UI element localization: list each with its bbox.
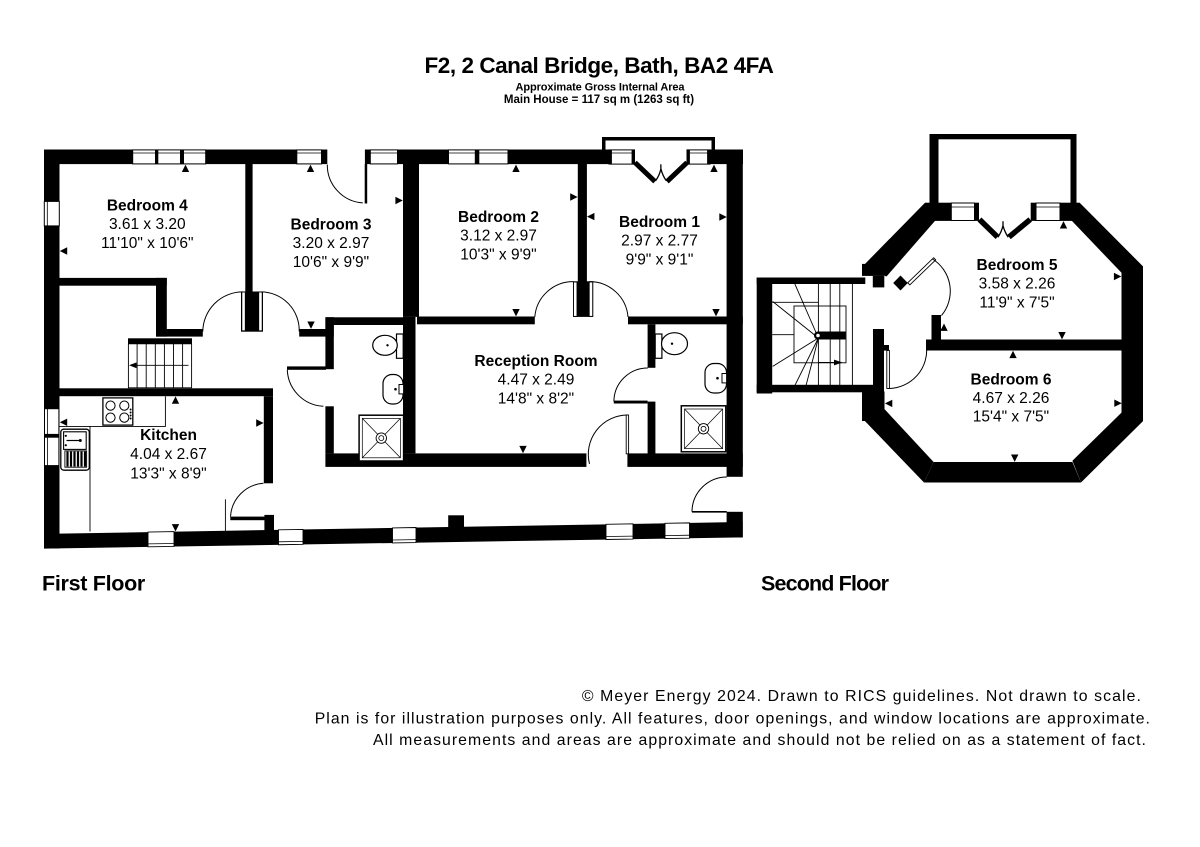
svg-text:© Meyer Energy 2024. Drawn to: © Meyer Energy 2024. Drawn to RICS guide… <box>582 688 1142 705</box>
svg-text:Bedroom 3: Bedroom 3 <box>291 217 372 234</box>
svg-text:3.12 x 2.97: 3.12 x 2.97 <box>460 228 537 245</box>
svg-text:Plan is for illustration purpo: Plan is for illustration purposes only. … <box>315 711 1151 728</box>
svg-text:Main House = 117 sq m (1263 sq: Main House = 117 sq m (1263 sq ft) <box>504 94 694 106</box>
svg-text:3.20 x 2.97: 3.20 x 2.97 <box>293 235 370 252</box>
svg-text:3.58 x 2.26: 3.58 x 2.26 <box>979 276 1056 293</box>
svg-text:9'9" x 9'1": 9'9" x 9'1" <box>626 251 694 268</box>
svg-text:All measurements and areas are: All measurements and areas are approxima… <box>373 732 1147 749</box>
svg-text:14'8" x 8'2": 14'8" x 8'2" <box>498 390 574 407</box>
svg-text:Bedroom 1: Bedroom 1 <box>619 214 700 231</box>
svg-text:F2, 2 Canal Bridge, Bath, BA2: F2, 2 Canal Bridge, Bath, BA2 4FA <box>425 53 774 78</box>
svg-text:11'10" x 10'6": 11'10" x 10'6" <box>101 235 193 252</box>
svg-text:10'6" x 9'9": 10'6" x 9'9" <box>293 254 369 271</box>
svg-text:3.61 x 3.20: 3.61 x 3.20 <box>109 216 186 233</box>
svg-text:4.67 x 2.26: 4.67 x 2.26 <box>973 390 1050 407</box>
svg-text:Bedroom 2: Bedroom 2 <box>458 209 539 226</box>
svg-text:Kitchen: Kitchen <box>140 427 197 444</box>
svg-text:13'3" x 8'9": 13'3" x 8'9" <box>130 465 206 482</box>
svg-text:First Floor: First Floor <box>42 572 146 596</box>
svg-text:10'3" x 9'9": 10'3" x 9'9" <box>460 246 536 263</box>
svg-text:Bedroom 5: Bedroom 5 <box>977 257 1058 274</box>
svg-text:11'9" x 7'5": 11'9" x 7'5" <box>979 294 1054 311</box>
svg-text:2.97 x 2.77: 2.97 x 2.77 <box>621 233 698 250</box>
svg-text:Reception Room: Reception Room <box>474 353 597 370</box>
svg-text:Second Floor: Second Floor <box>761 572 890 596</box>
svg-text:Approximate Gross Internal Are: Approximate Gross Internal Area <box>516 81 686 93</box>
svg-text:Bedroom 6: Bedroom 6 <box>971 371 1052 388</box>
svg-text:Bedroom 4: Bedroom 4 <box>107 198 188 215</box>
svg-text:4.47 x 2.49: 4.47 x 2.49 <box>498 372 575 389</box>
svg-text:15'4" x 7'5": 15'4" x 7'5" <box>973 409 1049 426</box>
svg-text:4.04 x 2.67: 4.04 x 2.67 <box>130 446 207 463</box>
